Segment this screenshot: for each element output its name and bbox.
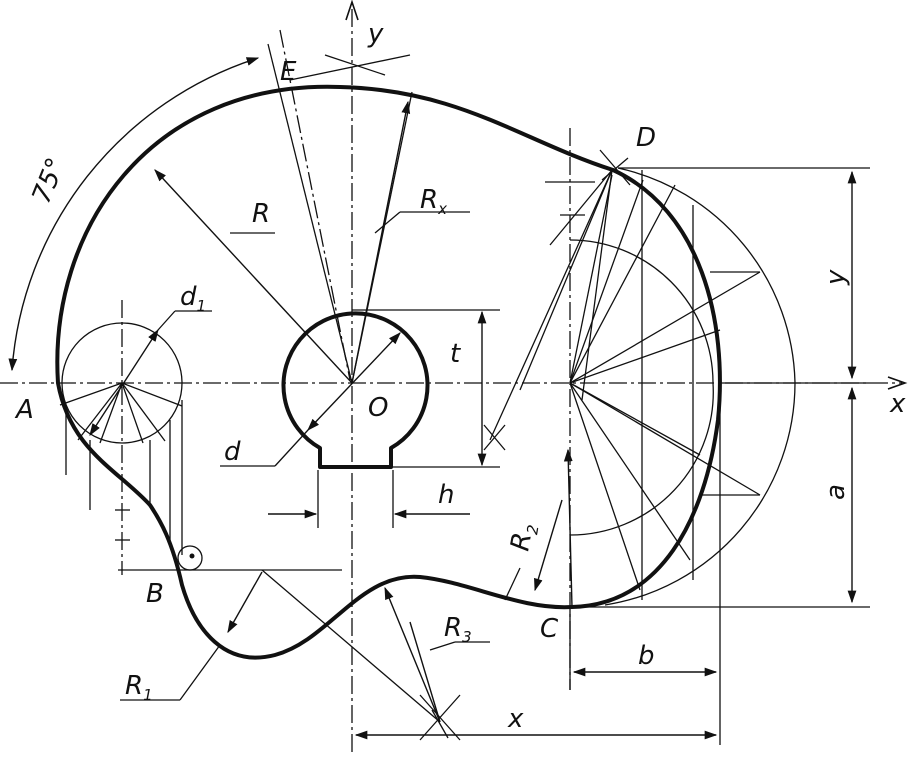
outer-dimensions bbox=[354, 167, 870, 745]
dim-label-a: a bbox=[821, 484, 851, 500]
diameter-d bbox=[220, 332, 401, 467]
angle-label-75: 75° bbox=[27, 154, 72, 208]
point-label-C: C bbox=[540, 614, 559, 644]
dim-label-R1: R1 bbox=[125, 671, 153, 704]
dim-label-d: d bbox=[224, 437, 241, 467]
angle-75 bbox=[8, 57, 260, 372]
cam-contour bbox=[55, 84, 722, 660]
construction-right bbox=[419, 149, 796, 741]
dim-label-t: t bbox=[450, 339, 461, 369]
circle-d1 bbox=[59, 310, 212, 555]
dim-label-b: b bbox=[638, 641, 655, 671]
radius-r1-r3 bbox=[118, 545, 490, 739]
dim-label-d1: d1 bbox=[180, 282, 206, 315]
axis-label-x: x bbox=[889, 389, 906, 419]
point-label-A: A bbox=[14, 395, 34, 425]
dim-label-Rx: Rx bbox=[420, 185, 447, 218]
radius-r2 bbox=[504, 448, 573, 608]
dim-label-R2: R2 bbox=[505, 521, 542, 554]
point-label-E: E bbox=[280, 57, 297, 87]
axis-label-y: y bbox=[367, 19, 384, 49]
point-label-B: B bbox=[146, 579, 164, 609]
dim-label-y: y bbox=[821, 269, 851, 286]
central-hole bbox=[281, 309, 500, 528]
dim-label-R: R bbox=[252, 199, 270, 229]
dim-label-R3: R3 bbox=[444, 613, 472, 646]
dim-label-x: x bbox=[507, 704, 524, 734]
point-label-D: D bbox=[636, 123, 656, 153]
point-label-O: O bbox=[368, 393, 388, 423]
labels: y x A B C D E O R Rx d1 d t h R1 R3 R2 a… bbox=[14, 19, 906, 734]
dim-label-h: h bbox=[438, 480, 454, 510]
